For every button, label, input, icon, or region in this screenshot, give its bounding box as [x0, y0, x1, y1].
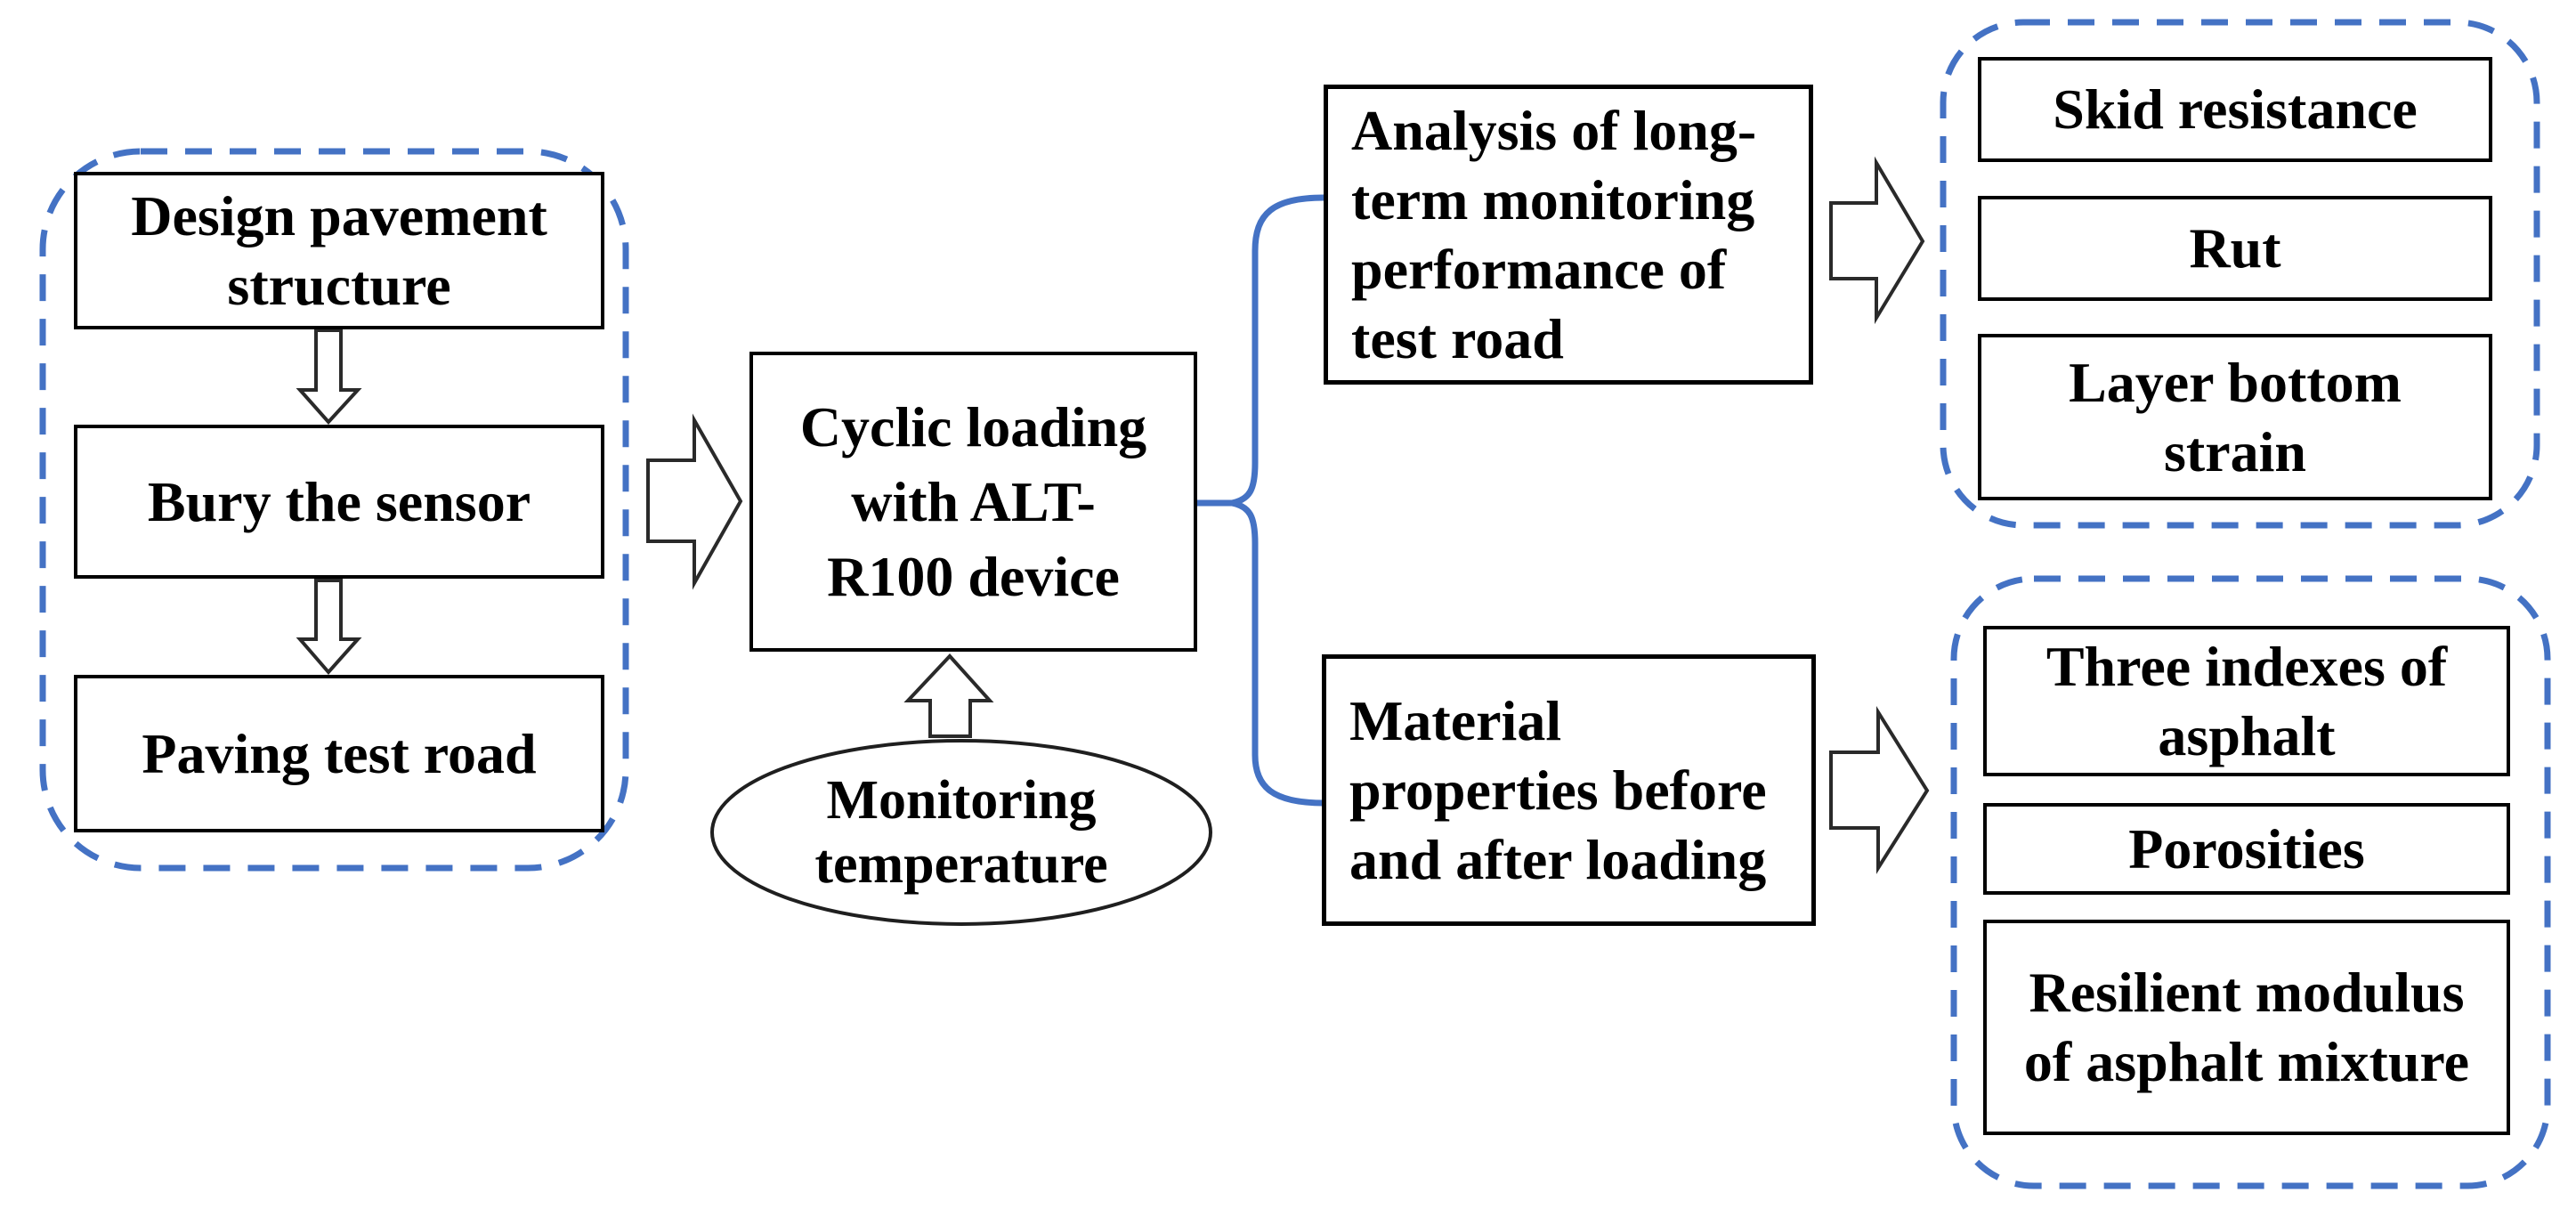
arrow-up-temperature-icon	[903, 653, 994, 738]
box-line: performance of	[1351, 237, 1727, 301]
box-line: Rut	[2189, 216, 2281, 280]
box-line: temperature	[814, 834, 1108, 895]
analysis-long-term-box: Analysis of long- term monitoring perfor…	[1324, 85, 1813, 385]
three-indexes-asphalt-box: Three indexes of asphalt	[1983, 626, 2510, 776]
bury-sensor-box: Bury the sensor	[74, 425, 604, 579]
temperature-ellipse	[710, 739, 1212, 926]
rut-box: Rut	[1978, 196, 2492, 301]
box-line: with ALT-	[851, 469, 1096, 533]
arrow-right-into-loading-icon	[646, 413, 743, 590]
box-line: asphalt	[2158, 703, 2336, 767]
resilient-modulus-box: Resilient modulus of asphalt mixture	[1983, 920, 2510, 1135]
material-properties-box: Material properties before and after loa…	[1322, 654, 1816, 926]
box-line: Material	[1349, 688, 1562, 752]
arrow-right-material-icon	[1829, 706, 1930, 874]
box-line: Porosities	[2128, 816, 2365, 880]
arrow-down-1-icon	[296, 329, 362, 425]
box-line: Skid resistance	[2053, 77, 2418, 141]
planning-phase-dashed-container	[39, 148, 629, 872]
box-line: of asphalt mixture	[2023, 1030, 2470, 1093]
box-line: properties before	[1349, 758, 1767, 822]
box-line: and after loading	[1349, 827, 1767, 891]
box-line: Bury the sensor	[147, 469, 531, 533]
box-line: Resilient modulus	[2029, 961, 2465, 1024]
arrow-down-2-icon	[296, 579, 362, 676]
skid-resistance-box: Skid resistance	[1978, 57, 2492, 162]
monitoring-results-dashed-container	[1940, 19, 2540, 529]
box-line: Monitoring	[826, 770, 1097, 831]
paving-test-road-box: Paving test road	[74, 675, 604, 832]
arrow-right-monitoring-icon	[1829, 156, 1925, 325]
design-pavement-structure-box: Design pavement structure	[74, 172, 604, 329]
box-line: R100 device	[827, 544, 1120, 608]
brace-icon	[1231, 194, 1327, 807]
box-line: Three indexes of	[2045, 634, 2448, 698]
porosities-box: Porosities	[1983, 803, 2510, 895]
box-line: Layer bottom	[2069, 350, 2402, 414]
box-line: term monitoring	[1351, 167, 1755, 231]
cyclic-loading-box: Cyclic loading with ALT- R100 device	[749, 352, 1197, 652]
box-line: Cyclic loading	[799, 394, 1147, 458]
layer-bottom-strain-box: Layer bottom strain	[1978, 334, 2492, 500]
box-line: strain	[2164, 419, 2306, 483]
box-line: structure	[227, 253, 451, 317]
monitoring-temperature-label: Monitoring temperature	[712, 741, 1211, 924]
material-results-dashed-container	[1950, 575, 2551, 1189]
box-line: test road	[1351, 306, 1564, 370]
box-line: Design pavement	[131, 183, 547, 247]
box-line: Analysis of long-	[1351, 98, 1757, 162]
box-line: Paving test road	[142, 721, 537, 785]
